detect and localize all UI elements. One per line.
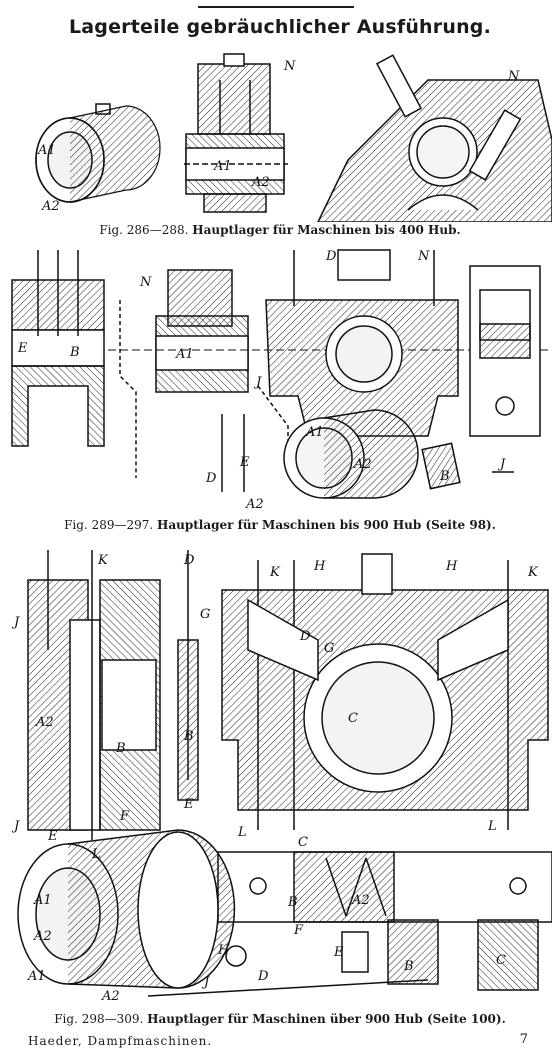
part-label: A2 [101, 989, 120, 1004]
part-label: K [527, 565, 539, 580]
part-label: H [313, 559, 326, 574]
part-label: E [333, 945, 344, 960]
bearing-front-cutaway [108, 269, 548, 478]
figure-caption-text: Hauptlager für Maschinen bis 400 Hub. [192, 223, 461, 237]
bushing-perspective-large [17, 829, 236, 989]
part-label: A1 [27, 969, 46, 984]
part-label: A1 [33, 893, 52, 908]
part-label: C [496, 953, 506, 968]
figure-number: Fig. 298—309. [54, 1012, 144, 1026]
part-label: K [97, 553, 109, 568]
part-label: F [293, 923, 304, 938]
part-label: H [217, 943, 230, 958]
part-label: G [324, 641, 334, 656]
part-label: D [183, 553, 195, 568]
bearing-drawing-1: A1 A2 N A1 A2 N [35, 53, 552, 222]
part-label: H [445, 559, 458, 574]
part-label: D [257, 969, 269, 984]
part-label: D [299, 629, 311, 644]
bearing-drawing-3: J K D G A2 B B E F E L J K H H K D G C L… [11, 550, 552, 1004]
figure-number: Fig. 286—288. [99, 223, 189, 237]
part-label: A2 [251, 175, 270, 190]
part-label: E [17, 341, 28, 356]
figure-caption-text: Hauptlager für Maschinen über 900 Hub (S… [147, 1012, 506, 1026]
bearing-section-view [317, 54, 552, 222]
part-label: A1 [305, 425, 324, 440]
part-label: C [298, 835, 308, 850]
part-label: B [115, 741, 126, 756]
bearing-drawing-2: E B N A1 J D N D E A1 A2 A2 B J [11, 249, 548, 512]
part-label: K [269, 565, 281, 580]
part-label: A1 [37, 143, 56, 158]
part-label: A2 [353, 457, 372, 472]
part-label: N [283, 59, 296, 74]
part-label: A2 [245, 497, 264, 512]
figure-caption-286-288: Fig. 286—288. Hauptlager für Maschinen b… [0, 223, 560, 237]
part-label: L [487, 819, 497, 834]
part-label: F [119, 809, 130, 824]
page-title: Lagerteile gebräuchlicher Ausführung. [68, 16, 492, 38]
part-label: A2 [35, 715, 54, 730]
bearing-pedestal-section [221, 553, 549, 830]
bearing-small-parts-bottom [147, 919, 539, 997]
part-label: E [47, 829, 58, 844]
part-label: E [183, 797, 194, 812]
figure-298-309-illustration: J K D G A2 B B E F E L J K H H K D G C L… [8, 540, 552, 1008]
figure-caption-text: Hauptlager für Maschinen bis 900 Hub (Se… [157, 518, 496, 532]
part-label: L [91, 847, 101, 862]
figure-caption-298-309: Fig. 298—309. Hauptlager für Maschinen ü… [0, 1012, 560, 1026]
part-label: J [11, 615, 20, 630]
part-label: B [287, 895, 298, 910]
figure-number: Fig. 289—297. [64, 518, 154, 532]
bearing-plan-view [469, 265, 541, 437]
figure-289-297-illustration: E B N A1 J D N D E A1 A2 A2 B J [8, 246, 552, 512]
part-label: N [507, 69, 520, 84]
bearing-plan-strip [217, 851, 552, 923]
part-label: J [253, 375, 262, 390]
part-label: E [239, 455, 250, 470]
part-label: N [417, 249, 430, 264]
part-label: L [237, 825, 247, 840]
part-label: G [200, 607, 210, 622]
part-label: A2 [351, 893, 370, 908]
part-label: B [439, 469, 450, 484]
bearing-side-section [11, 250, 105, 447]
part-label: C [348, 711, 358, 726]
bearing-main-section [265, 249, 459, 437]
bearing-side-section-large [27, 550, 199, 840]
part-label: A2 [33, 929, 52, 944]
part-label: A2 [41, 199, 60, 214]
top-rule [198, 6, 354, 8]
part-label: J [11, 819, 20, 834]
part-label: D [325, 249, 337, 264]
figure-286-288-illustration: A1 A2 N A1 A2 N [8, 50, 552, 222]
figure-caption-289-297: Fig. 289—297. Hauptlager für Maschinen b… [0, 518, 560, 532]
part-label: A1 [175, 347, 194, 362]
part-label: J [497, 457, 506, 472]
bushing-perspective [35, 103, 161, 203]
part-label: B [69, 345, 80, 360]
part-label: J [201, 975, 210, 990]
part-label: B [403, 959, 414, 974]
bearing-front-view [184, 53, 288, 213]
bearing-small-parts [221, 409, 514, 499]
part-label: B [183, 729, 194, 744]
footer-author: Haeder, Dampfmaschinen. [28, 1034, 213, 1048]
part-label: D [205, 471, 217, 486]
part-label: A1 [213, 159, 232, 174]
page-number: 7 [519, 1032, 528, 1047]
part-label: N [139, 275, 152, 290]
